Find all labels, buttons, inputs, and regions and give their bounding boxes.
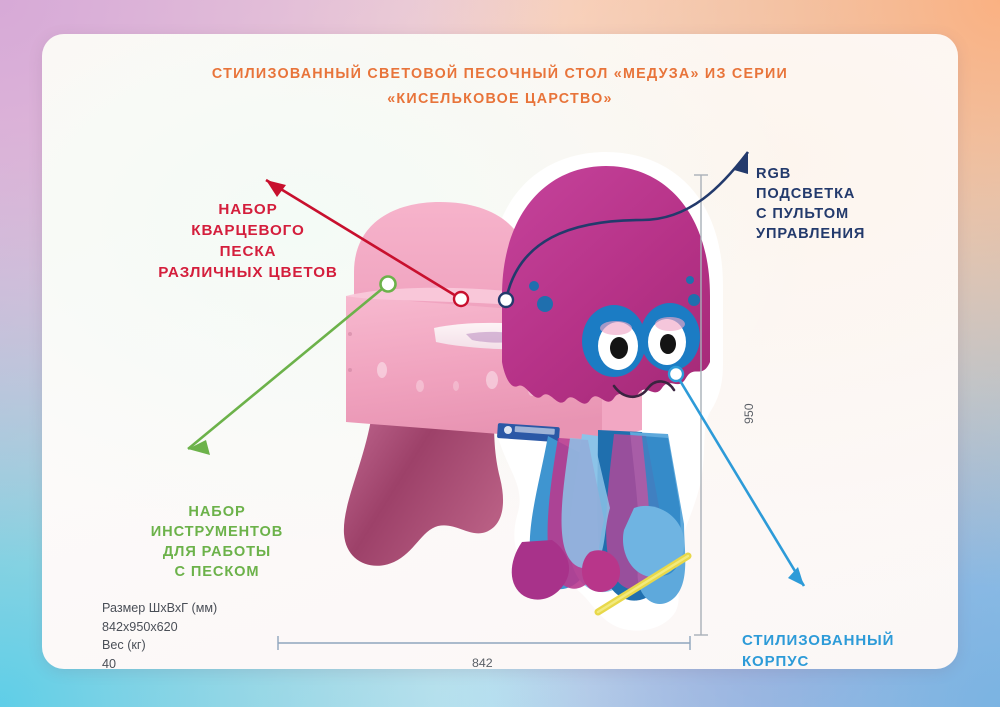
dimension-height-label: 950 bbox=[742, 403, 756, 424]
callout-leaders bbox=[187, 151, 806, 587]
leader-body bbox=[674, 373, 806, 587]
leader-tools-arrowhead bbox=[188, 440, 210, 455]
leader-body-arrowhead bbox=[788, 567, 804, 586]
dimension-width-label: 842 bbox=[472, 656, 493, 669]
spec-weight-value: 40 bbox=[102, 656, 117, 670]
callout-tools-line-3: ДЛЯ РАБОТЫ bbox=[162, 544, 272, 560]
callout-label-rgb: RGB ПОДСВЕТКА С ПУЛЬТОМ УПРАВЛЕНИЯ bbox=[756, 164, 936, 244]
leader-sand bbox=[265, 178, 462, 301]
callout-sand-line-3: ПЕСКА bbox=[219, 243, 277, 260]
callout-tools-line-2: ИНСТРУМЕНТОВ bbox=[150, 524, 284, 540]
leader-rgb-arrowhead bbox=[734, 152, 748, 174]
head-spot bbox=[686, 276, 694, 284]
title-line-1: СТИЛИЗОВАННЫЙ СВЕТОВОЙ ПЕСОЧНЫЙ СТОЛ «МЕ… bbox=[211, 66, 789, 82]
callout-label-tools: НАБОР ИНСТРУМЕНТОВ ДЛЯ РАБОТЫ С ПЕСКОМ bbox=[102, 502, 332, 582]
leader-sand-dot bbox=[452, 290, 470, 308]
head-spot bbox=[529, 281, 539, 291]
title-line-2: «КИСЕЛЬКОВОЕ ЦАРСТВО» bbox=[387, 91, 613, 107]
product-illustration bbox=[187, 151, 806, 650]
jellyfish-mouth bbox=[612, 380, 676, 399]
leader-body-dot bbox=[667, 365, 685, 383]
callout-sand-line-4: РАЗЛИЧНЫХ ЦВЕТОВ bbox=[158, 264, 338, 281]
callout-tools-line-4: С ПЕСКОМ bbox=[174, 564, 260, 580]
leader-sand-arrowhead bbox=[266, 180, 286, 197]
head-spot bbox=[537, 296, 553, 312]
head-spot bbox=[688, 294, 700, 306]
callout-sand-line-1: НАБОР bbox=[218, 201, 278, 218]
poster-card: СТИЛИЗОВАННЫЙ СВЕТОВОЙ ПЕСОЧНЫЙ СТОЛ «МЕ… bbox=[42, 34, 958, 669]
leader-rgb bbox=[504, 151, 750, 301]
jellyfish-tentacles bbox=[511, 430, 692, 616]
poster-title: СТИЛИЗОВАННЫЙ СВЕТОВОЙ ПЕСОЧНЫЙ СТОЛ «МЕ… bbox=[42, 62, 958, 112]
jellyfish-figure bbox=[502, 166, 710, 616]
leader-tools-dot bbox=[379, 275, 397, 293]
callout-label-sand: НАБОР КВАРЦЕВОГО ПЕСКА РАЗЛИЧНЫХ ЦВЕТОВ bbox=[138, 199, 358, 283]
jellyfish-right-eye bbox=[640, 303, 700, 371]
specification-block: Размер ШхВхГ (мм) 842x950x620 Вес (кг) 4… bbox=[102, 599, 217, 669]
leader-tools bbox=[187, 282, 389, 451]
callout-sand-line-2: КВАРЦЕВОГО bbox=[191, 222, 305, 239]
spec-size-value: 842x950x620 bbox=[102, 619, 178, 634]
callout-tools-line-1: НАБОР bbox=[188, 504, 246, 520]
jellyfish-left-eye bbox=[582, 305, 646, 377]
callout-body-line-1: СТИЛИЗОВАННЫЙ bbox=[742, 632, 895, 649]
callout-body-line-2: КОРПУС bbox=[742, 653, 810, 669]
spec-weight-label: Вес (кг) bbox=[102, 638, 146, 652]
callout-label-body: СТИЛИЗОВАННЫЙ КОРПУС bbox=[742, 630, 958, 669]
leader-rgb-dot bbox=[497, 291, 515, 309]
callout-rgb-line-1: RGB bbox=[756, 166, 792, 182]
callout-rgb-line-3: С ПУЛЬТОМ bbox=[756, 206, 850, 222]
callout-rgb-line-2: ПОДСВЕТКА bbox=[756, 186, 856, 202]
table-pedestal bbox=[343, 414, 504, 566]
callout-rgb-line-4: УПРАВЛЕНИЯ bbox=[756, 226, 866, 242]
brand-sticker bbox=[497, 423, 560, 443]
spec-size-label: Размер ШхВхГ (мм) bbox=[102, 601, 218, 615]
dimension-lines bbox=[277, 174, 708, 650]
